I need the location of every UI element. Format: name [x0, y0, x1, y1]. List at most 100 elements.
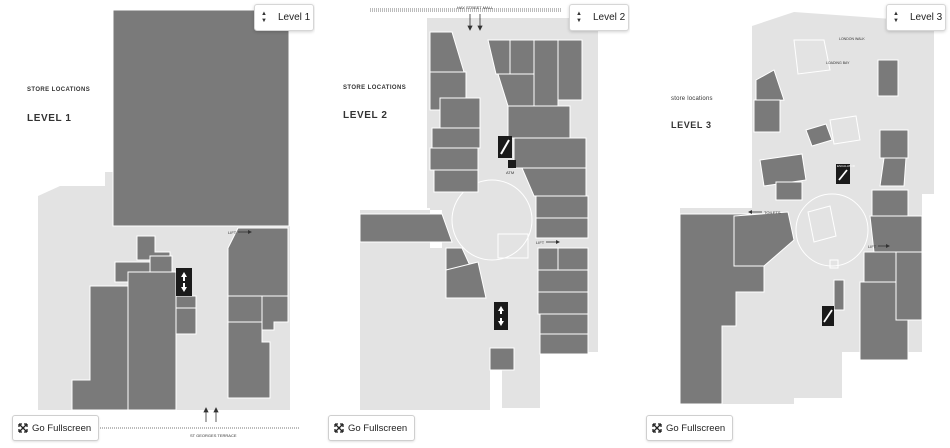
store[interactable]	[557, 247, 589, 271]
expand-arrows-icon	[652, 423, 662, 433]
store[interactable]	[755, 69, 785, 103]
store[interactable]	[359, 213, 453, 243]
store[interactable]	[877, 59, 899, 97]
store[interactable]	[759, 153, 807, 187]
store[interactable]	[539, 313, 589, 335]
escalator-icon	[836, 164, 850, 184]
store-locations-heading: STORE LOCATIONS	[343, 85, 407, 91]
go-fullscreen-label: Go Fullscreen	[666, 422, 726, 434]
store[interactable]	[775, 181, 803, 201]
store[interactable]	[533, 39, 559, 107]
level-select-value: Level 3	[910, 12, 943, 23]
level-select[interactable]: ▲▼ Level 3	[886, 4, 946, 31]
store[interactable]	[507, 105, 571, 139]
level-2-map[interactable]: HAY STREET MALL	[322, 0, 630, 448]
store-locations-heading: STORE LOCATIONS	[27, 87, 91, 93]
level-1-map[interactable]: LIFT ST GEORGES TERRACE	[0, 0, 315, 448]
level-title: LEVEL 2	[343, 110, 388, 121]
store[interactable]	[733, 211, 795, 267]
store[interactable]	[227, 321, 271, 399]
store[interactable]	[879, 129, 909, 159]
store[interactable]	[439, 97, 481, 129]
store[interactable]	[513, 137, 587, 169]
level-3-panel: LONDON WALK LOADING BAY ESCALATOR TOILET…	[634, 0, 950, 448]
go-fullscreen-label: Go Fullscreen	[348, 422, 408, 434]
top-label-2: LOADING BAY	[826, 61, 850, 65]
up-down-arrows-icon: ▲▼	[261, 10, 267, 24]
expand-arrows-icon	[334, 423, 344, 433]
store[interactable]	[537, 269, 589, 293]
level-2-panel: HAY STREET MALL	[322, 0, 630, 448]
lift-arrow-icon	[546, 240, 560, 244]
go-fullscreen-button[interactable]: Go Fullscreen	[328, 415, 416, 441]
lift-label: LIFT	[228, 230, 237, 235]
level-select[interactable]: ▲▼ Level 1	[254, 4, 314, 31]
store[interactable]	[869, 215, 923, 253]
store[interactable]	[535, 195, 589, 219]
level-title: LEVEL 3	[671, 120, 712, 130]
level-1-panel: LIFT ST GEORGES TERRACE STORE LOCATIONS …	[0, 0, 315, 448]
lift-shaft	[807, 205, 837, 243]
lift-arrow-icon	[238, 230, 252, 234]
store-locations-heading: store locations	[671, 96, 713, 102]
store[interactable]	[539, 333, 589, 355]
escalator-icon	[494, 302, 508, 330]
go-fullscreen-button[interactable]: Go Fullscreen	[646, 415, 734, 441]
escalator-icon	[176, 268, 192, 296]
lift-label: LIFT	[536, 240, 545, 245]
atm-label: ATM	[506, 170, 514, 175]
expand-arrows-icon	[18, 423, 28, 433]
store[interactable]	[445, 261, 487, 299]
store[interactable]	[489, 347, 515, 371]
store[interactable]	[136, 235, 171, 261]
go-fullscreen-label: Go Fullscreen	[32, 422, 92, 434]
store[interactable]	[537, 247, 559, 271]
store[interactable]	[879, 157, 907, 187]
street-label: HAY STREET MALL	[457, 5, 494, 10]
store[interactable]	[557, 39, 583, 101]
store[interactable]	[537, 291, 589, 315]
street-label: ST GEORGES TERRACE	[190, 433, 237, 438]
store[interactable]	[509, 39, 535, 77]
store[interactable]	[175, 307, 197, 335]
up-down-arrows-icon: ▲▼	[576, 10, 582, 24]
escalator-label: ESCALATOR	[837, 164, 856, 168]
store[interactable]	[433, 169, 479, 193]
toilets-arrow-icon	[748, 210, 762, 214]
level-select-value: Level 2	[593, 12, 626, 23]
atm-icon	[508, 160, 516, 168]
top-label-1: LONDON WALK	[839, 37, 865, 41]
entrance-arrows-icon	[203, 407, 219, 422]
lift-shaft	[497, 233, 529, 259]
toilets-label: TOILETS	[764, 210, 781, 215]
level-3-map[interactable]: LONDON WALK LOADING BAY ESCALATOR TOILET…	[634, 0, 950, 448]
store[interactable]	[431, 127, 481, 149]
store[interactable]	[429, 147, 479, 171]
store[interactable]	[149, 255, 173, 273]
lift-label: LIFT	[868, 244, 877, 249]
store-outline	[793, 39, 831, 75]
store[interactable]	[805, 123, 833, 147]
store[interactable]	[753, 99, 781, 133]
store[interactable]	[859, 281, 909, 361]
level-title: LEVEL 1	[27, 113, 72, 124]
store[interactable]	[833, 279, 845, 311]
store[interactable]	[535, 217, 589, 239]
go-fullscreen-button[interactable]: Go Fullscreen	[12, 415, 100, 441]
lift-arrow-icon	[878, 244, 890, 248]
lift-shaft	[829, 259, 839, 269]
store[interactable]	[227, 227, 289, 297]
store[interactable]	[863, 251, 897, 283]
up-down-arrows-icon: ▲▼	[893, 10, 899, 24]
store[interactable]	[175, 295, 197, 309]
level-select[interactable]: ▲▼ Level 2	[569, 4, 629, 31]
store[interactable]	[895, 251, 923, 321]
escalator-icon	[498, 136, 512, 158]
store-anchor[interactable]	[112, 9, 290, 227]
entrance-arrows-icon	[467, 14, 483, 31]
escalator-icon	[822, 306, 834, 326]
store-outline	[829, 115, 861, 145]
store[interactable]	[871, 189, 909, 217]
store[interactable]	[227, 295, 263, 323]
store[interactable]	[127, 271, 177, 411]
